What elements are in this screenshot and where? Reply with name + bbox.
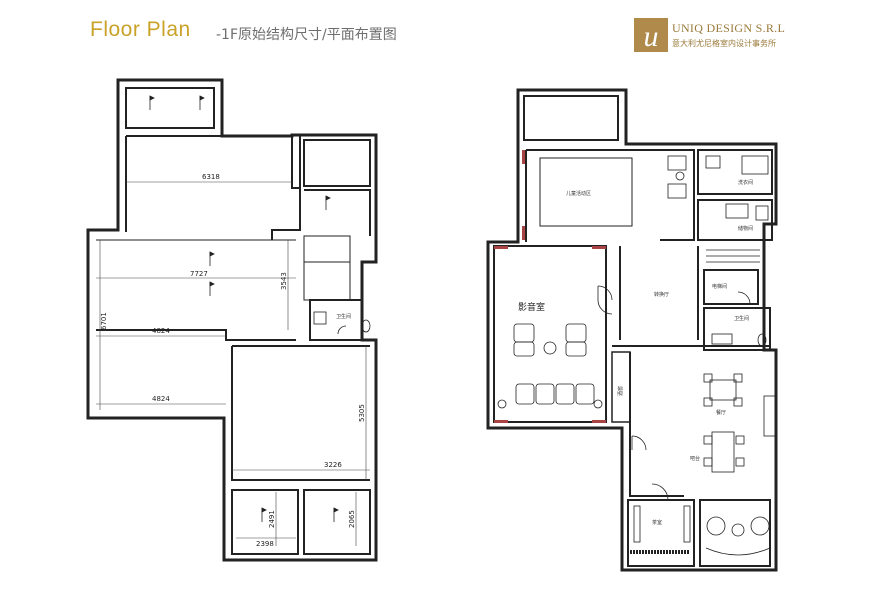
dim-2491: 2491 [268, 510, 276, 528]
layout-fixtures [497, 155, 777, 556]
dim-3543: 3543 [280, 272, 288, 290]
room-home-theater: 影音室 [518, 301, 545, 313]
room-laundry: 洗衣间 [738, 179, 753, 186]
page-subtitle: -1F原始结构尺寸/平面布置图 [216, 27, 397, 43]
dim-4824-top: 4824 [152, 327, 170, 335]
room-corridor: 转换厅 [654, 291, 669, 298]
outer-wall [86, 78, 378, 562]
dim-7727: 7727 [190, 270, 208, 278]
layout-plan [486, 88, 778, 572]
layout-window-marks [494, 150, 606, 423]
logo-tagline: 意大利尤尼格室内设计事务所 [672, 39, 776, 48]
dim-6318: 6318 [202, 173, 220, 181]
dim-3226: 3226 [324, 461, 342, 469]
page-title: Floor Plan [90, 18, 191, 41]
room-tea-room: 茶室 [652, 519, 662, 526]
dim-2398: 2398 [256, 540, 274, 548]
dim-5305: 5305 [358, 404, 366, 422]
svg-text:u: u [644, 20, 659, 52]
room-kids-area: 儿童活动区 [566, 190, 591, 197]
room-wine-cellar: 酒窖 [617, 386, 624, 396]
dim-4824-bottom: 4824 [152, 395, 170, 403]
dim-6701: 6701 [100, 312, 108, 330]
original-toilet-fixtures [313, 311, 371, 335]
layout-outer-wall [486, 88, 778, 572]
dim-2065: 2065 [348, 510, 356, 528]
logo-icon: u [634, 18, 668, 52]
room-storage: 储物间 [738, 225, 753, 232]
room-elevator: 电梯间 [712, 283, 727, 290]
room-toilet: 卫生间 [734, 315, 749, 322]
level-markers [149, 95, 339, 522]
room-dining: 餐厅 [716, 409, 726, 416]
original-dimension-lines [96, 181, 370, 546]
original-toilet-label: 卫生间 [336, 313, 351, 320]
original-structure-plan [86, 78, 378, 562]
logo-name: UNIQ DESIGN S.R.L [672, 21, 786, 35]
room-bar: 吧台 [690, 455, 700, 462]
